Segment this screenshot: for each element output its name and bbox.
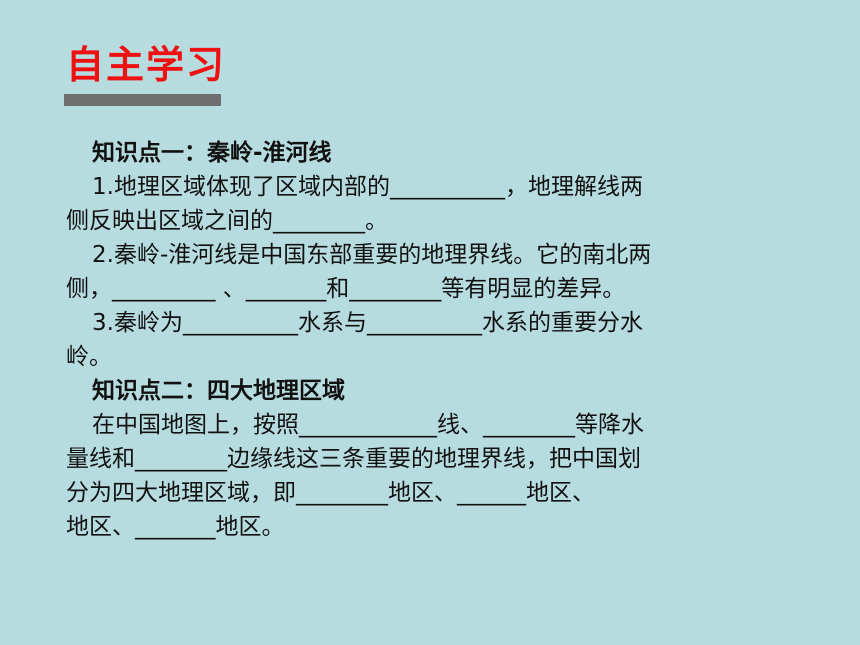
line-text: 侧，_________ 、_______和________等有明显的差异。 <box>66 276 626 302</box>
text-line: 1.地理区域体现了区域内部的__________，地理解线两 <box>66 170 806 204</box>
heading-knowledge-point-2: 知识点二：四大地理区域 <box>66 374 806 408</box>
line-text: 分为四大地理区域，即________地区、______地区、 <box>66 480 595 506</box>
text-line: 地区、_______地区。 <box>66 510 806 544</box>
slide-title: 自主学习 <box>66 43 227 87</box>
heading-knowledge-point-1: 知识点一：秦岭-淮河线 <box>66 136 806 170</box>
text-line: 岭。 <box>66 340 806 374</box>
line-text: 1.地理区域体现了区域内部的__________，地理解线两 <box>92 174 643 200</box>
line-text: 3.秦岭为__________水系与__________水系的重要分水 <box>92 310 643 336</box>
line-text: 岭。 <box>66 344 112 370</box>
heading-text: 知识点一：秦岭-淮河线 <box>92 140 332 166</box>
text-line: 量线和________边缘线这三条重要的地理界线，把中国划 <box>66 442 806 476</box>
text-line: 2.秦岭-淮河线是中国东部重要的地理界线。它的南北两 <box>66 238 806 272</box>
line-text: 2.秦岭-淮河线是中国东部重要的地理界线。它的南北两 <box>92 242 652 268</box>
heading-text: 知识点二：四大地理区域 <box>92 378 345 404</box>
text-line: 侧，_________ 、_______和________等有明显的差异。 <box>66 272 806 306</box>
title-underline-bar <box>64 94 221 106</box>
text-line: 分为四大地理区域，即________地区、______地区、 <box>66 476 806 510</box>
line-text: 在中国地图上，按照____________线、________等降水 <box>92 412 644 438</box>
line-text: 量线和________边缘线这三条重要的地理界线，把中国划 <box>66 446 641 472</box>
text-line: 在中国地图上，按照____________线、________等降水 <box>66 408 806 442</box>
text-line: 3.秦岭为__________水系与__________水系的重要分水 <box>66 306 806 340</box>
content-body: 知识点一：秦岭-淮河线 1.地理区域体现了区域内部的__________，地理解… <box>66 136 806 544</box>
line-text: 侧反映出区域之间的________。 <box>66 208 388 234</box>
text-line: 侧反映出区域之间的________。 <box>66 204 806 238</box>
line-text: 地区、_______地区。 <box>66 514 285 540</box>
